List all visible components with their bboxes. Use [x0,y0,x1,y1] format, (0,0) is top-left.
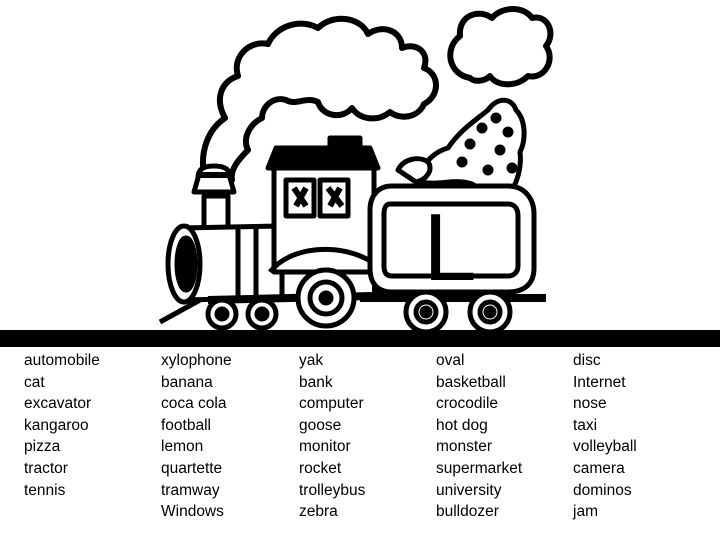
word-item: lemon [161,438,204,456]
word-item: volleyball [573,438,637,456]
word-column-3: yak bank computer goose monitor rocket trolley… [299,350,365,523]
word-item: taxi [573,416,598,434]
word-item: automobile [24,352,100,369]
word-item: bulldozer [436,503,499,521]
word-item: yak [299,352,324,369]
word-item: university [436,481,502,499]
word-item: Windows [161,503,224,521]
word-item: xylophone [161,352,232,369]
wagon-letter: L [423,194,476,301]
word-item: monitor [299,438,351,456]
cab-roof [265,145,381,171]
word-item: disc [573,352,601,369]
word-item: supermarket [436,459,523,477]
train-illustration: L [158,6,554,330]
word-item: rocket [299,459,342,477]
word-item: goose [299,416,342,434]
word-column-4: oval basketball crocodile hot dog monster sup… [436,350,522,523]
word-item: basketball [436,373,506,391]
steam-cloud [199,15,439,183]
word-item: tennis [24,481,66,499]
word-item: dominos [573,481,632,499]
word-item: cat [24,373,45,391]
word-item: oval [436,352,465,369]
word-item: tramway [161,481,220,499]
word-item: coca cola [161,395,227,413]
word-item: football [161,416,211,434]
word-column-2: xylophone banana coca cola football lemon qua… [161,350,232,523]
word-item: zebra [299,503,338,521]
small-cloud [447,6,554,88]
cab-window-left [283,177,317,219]
word-item: camera [573,459,625,477]
word-item: monster [436,438,492,456]
word-item: kangaroo [24,416,89,434]
word-item: excavator [24,395,92,413]
word-item: computer [299,395,364,413]
word-item: bank [299,373,333,391]
chimney [191,163,237,195]
word-item: banana [161,373,213,391]
word-item: quartette [161,459,223,477]
word-item: crocodile [436,395,499,413]
word-item: hot dog [436,416,488,434]
word-column-1: automobile cat excavator kangaroo pizza tract… [24,350,100,501]
word-item: nose [573,395,607,413]
word-item: jam [573,503,598,521]
word-columns: automobile cat excavator kangaroo pizza tract… [0,350,720,540]
word-item: trolleybus [299,481,366,499]
word-item: tractor [24,459,68,477]
word-item: pizza [24,438,61,456]
track-bar [0,330,720,347]
word-item: Internet [573,373,626,391]
chimney-stack [201,193,231,231]
wagon-body [367,183,537,295]
